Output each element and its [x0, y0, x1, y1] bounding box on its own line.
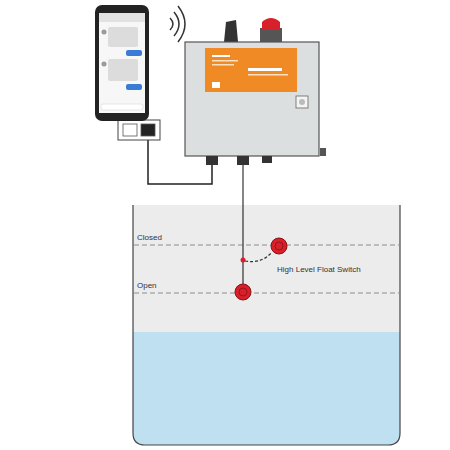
test-button-cap: [299, 99, 305, 105]
open-level-line: [134, 293, 399, 294]
sms-avatar: [102, 30, 107, 35]
signal-arc: [178, 6, 185, 42]
cable-weight: [241, 258, 246, 263]
socket-right: [141, 124, 155, 136]
float-open-ring: [239, 288, 247, 296]
plate-mark: [248, 74, 288, 76]
sms-bubble: [108, 59, 138, 81]
tank-air: [133, 205, 400, 445]
signal-arc: [174, 12, 179, 36]
sms-reply: [126, 50, 142, 56]
cable-gland: [262, 156, 272, 163]
level-label: Open: [137, 282, 157, 291]
level-label: Closed: [137, 234, 162, 243]
float-open: [235, 284, 251, 300]
sms-bubble: [108, 27, 138, 47]
cable-gland: [206, 156, 218, 165]
float-closed: [271, 238, 287, 254]
plate-mark: [212, 60, 238, 62]
beacon-light: [262, 18, 280, 30]
part-label: High Level Float Switch: [277, 266, 361, 275]
antenna: [224, 20, 238, 42]
float-swing-path: [245, 252, 272, 262]
test-button: [296, 96, 308, 108]
sms-avatar: [102, 62, 107, 67]
float-closed-ring: [275, 242, 283, 250]
plate-mark: [212, 64, 234, 66]
cable-gland: [237, 156, 249, 165]
plate-logo: [212, 82, 220, 88]
plate-mark: [248, 68, 282, 71]
closed-level-line: [134, 245, 399, 246]
power-outlet: [118, 120, 160, 140]
control-box: [185, 42, 319, 156]
socket-left: [123, 124, 137, 136]
float-cable-low: [242, 260, 243, 284]
plate-mark: [212, 55, 230, 57]
tank-wall: [133, 205, 400, 445]
signal-arc: [170, 18, 173, 30]
phone: [95, 5, 149, 121]
phone-header: [99, 13, 145, 22]
beacon-base: [260, 28, 282, 42]
box-latch: [320, 148, 326, 156]
tank-water: [133, 332, 400, 445]
box-label-plate: [205, 48, 297, 92]
sms-input: [101, 104, 143, 110]
phone-screen: [99, 13, 145, 113]
sms-reply: [126, 84, 142, 90]
float-cable: [242, 165, 243, 260]
